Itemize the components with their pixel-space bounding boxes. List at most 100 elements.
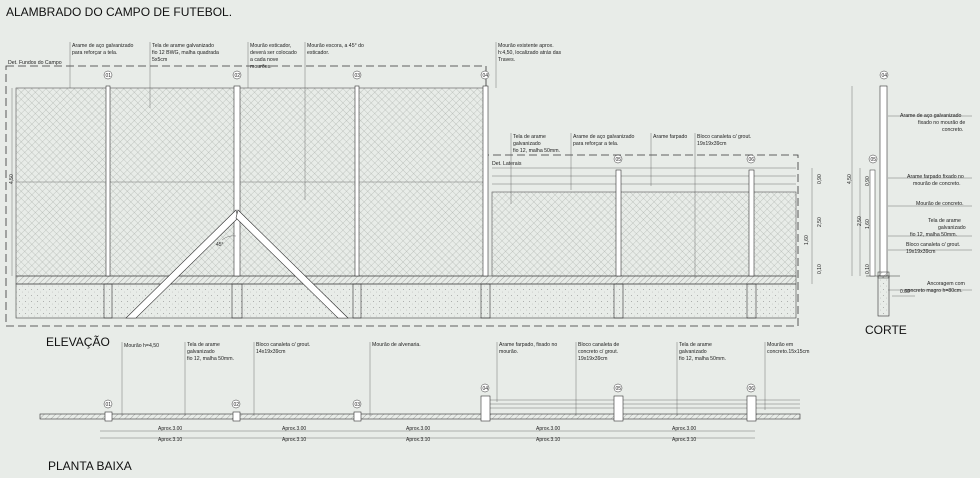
- s-note-1-l1: Arame de aço galvanizado: [900, 113, 962, 119]
- plan-post-06: [746, 395, 757, 422]
- note-3-l2: deverá ser colocado: [250, 50, 297, 56]
- marker-01-label: 01: [106, 73, 112, 79]
- section-title: CORTE: [865, 323, 907, 337]
- marker-06-label: 06: [749, 157, 755, 163]
- dim-right-3: 1,60: [804, 235, 810, 245]
- s-note-6-l2: concreto magro h=80cm.: [905, 288, 963, 294]
- marker-04: [480, 70, 490, 80]
- det-laterais-label: Det. Laterais: [492, 161, 522, 167]
- s-note-5-l1: Bloco canaleta c/ grout.: [906, 242, 960, 248]
- post-03: [354, 85, 360, 277]
- elevation-outline: [5, 65, 799, 327]
- p-note-1-l1: Mourão h=4,50: [124, 343, 159, 349]
- marker-03: [352, 70, 362, 80]
- plan-marker-06-label: 06: [749, 386, 755, 392]
- p-note-4-l1: Mourão de alvenaria.: [372, 342, 421, 348]
- p-note-5-l2: mourão.: [499, 349, 518, 355]
- note-8-l1: Arame farpado: [653, 134, 687, 140]
- ground-section: [15, 283, 797, 319]
- plan-dim-bot-5: Aprox.3.10: [672, 437, 696, 443]
- p-note-7-l2: galvanizado: [679, 349, 707, 355]
- dim-right-1: 0,90: [817, 174, 823, 184]
- plan-dim-bot-1: Aprox.3.10: [158, 437, 182, 443]
- elevation-view: Det. Fundos do Campo Det. Laterais 45°: [5, 42, 823, 327]
- note-9-l1: Bloco canaleta c/ grout.: [697, 134, 751, 140]
- plan-post-01: [104, 411, 113, 422]
- dim-height-left: 4,50: [9, 174, 15, 184]
- plan-post-04: [480, 395, 491, 422]
- s-note-3-l1: Mourão de concreto.: [916, 201, 964, 207]
- section-dim-1: 4,50: [847, 174, 853, 184]
- s-note-4-l1: Tela de arame: [928, 218, 961, 224]
- plan-marker-04: [480, 383, 490, 393]
- p-note-3-l2: 14x19x39cm: [256, 349, 285, 355]
- note-5-l1: Mourão existente aprox.: [498, 43, 554, 49]
- plan-dim-bot-4: Aprox.3.10: [536, 437, 560, 443]
- main-title: ALAMBRADO DO CAMPO DE FUTEBOL.: [6, 5, 232, 19]
- plan-dim-top-2: Aprox.3.00: [282, 426, 306, 432]
- elevation-title: ELEVAÇÃO: [46, 335, 110, 349]
- note-1-l2: para reforçar a tela.: [72, 50, 117, 56]
- note-7-l2: para reforçar a tela.: [573, 141, 618, 147]
- note-5-l2: h:4,50, localizado atrás das: [498, 50, 562, 56]
- section-marker-04: [879, 70, 889, 80]
- plan-marker-01-label: 01: [106, 402, 112, 408]
- post-02: [233, 85, 241, 277]
- canaleta-block: [15, 275, 797, 285]
- p-note-2-l2: galvanizado: [187, 349, 215, 355]
- p-note-2-l3: fio 12, malha 50mm.: [187, 356, 234, 362]
- p-note-6-l2: concreto c/ grout.: [578, 349, 618, 355]
- p-note-5-l1: Arame farpado, fixado no: [499, 342, 557, 348]
- plan-marker-02: [231, 399, 241, 409]
- section-view: 04 05 4,50 2,50 0,90 1,60 0,10 0.00 Aram…: [847, 70, 972, 317]
- p-note-3-l1: Bloco canaleta c/ grout.: [256, 342, 310, 348]
- p-note-7-l3: fio 12, malha 50mm.: [679, 356, 726, 362]
- section-post: [879, 85, 888, 277]
- note-2-l1: Tela de arame galvanizado: [152, 43, 214, 49]
- plan-dim-top-1: Aprox.3.00: [158, 426, 182, 432]
- dim-right-4: 0,10: [817, 264, 823, 274]
- marker-05: [613, 154, 623, 164]
- plan-dim-bot-2: Aprox.3.10: [282, 437, 306, 443]
- marker-04-label: 04: [483, 73, 489, 79]
- section-dim-2: 2,50: [857, 216, 863, 226]
- footing-05: [613, 283, 624, 319]
- plan-dim-bot-3: Aprox.3.10: [406, 437, 430, 443]
- post-04: [482, 85, 489, 277]
- footing-06: [746, 283, 757, 319]
- note-2-l3: 5x5cm: [152, 57, 167, 63]
- section-marker-05: [868, 154, 878, 164]
- s-note-6-l1: Ancoragem com: [927, 281, 965, 287]
- marker-03-label: 03: [355, 73, 361, 79]
- note-7-l1: Arame de aço galvanizado: [573, 134, 635, 140]
- section-footing: [877, 275, 890, 317]
- p-note-6-l1: Bloco canaleta de: [578, 342, 619, 348]
- angle-label: 45°: [216, 242, 224, 248]
- section-marker-05-label: 05: [871, 157, 877, 163]
- section-dim-5: 0,10: [865, 264, 871, 274]
- p-note-2-l1: Tela de arame: [187, 342, 220, 348]
- note-4-l1: Mourão escora, a 45° do: [307, 43, 364, 49]
- note-3-l3: a cada nove: [250, 57, 278, 63]
- s-note-2-l2: mourão de concreto.: [913, 181, 961, 187]
- elevation-annotations: Arame de aço galvanizado para reforçar a…: [69, 42, 751, 278]
- plan-view: 01 02 03 04 05 06 Aprox.3.00 Aprox.3.00 …: [39, 342, 809, 443]
- marker-05-label: 05: [616, 157, 622, 163]
- marker-02-label: 02: [235, 73, 241, 79]
- plan-post-02: [232, 411, 241, 422]
- footing-02: [231, 283, 243, 319]
- plan-marker-05-label: 05: [616, 386, 622, 392]
- plan-marker-03: [352, 399, 362, 409]
- note-5-l3: Traves.: [498, 57, 515, 63]
- plan-markers: 01 02 03 04 05 06: [103, 383, 756, 409]
- p-note-8-l1: Mourão em: [767, 342, 793, 348]
- s-note-5-l2: 19x19x39cm: [906, 249, 935, 255]
- note-3-l1: Mourão esticador,: [250, 43, 291, 49]
- plan-marker-02-label: 02: [234, 402, 240, 408]
- angle-arc: [221, 235, 237, 241]
- section-dim-4: 1,60: [865, 219, 871, 229]
- s-note-1-l3: concreto.: [942, 127, 963, 133]
- marker-01: [103, 70, 113, 80]
